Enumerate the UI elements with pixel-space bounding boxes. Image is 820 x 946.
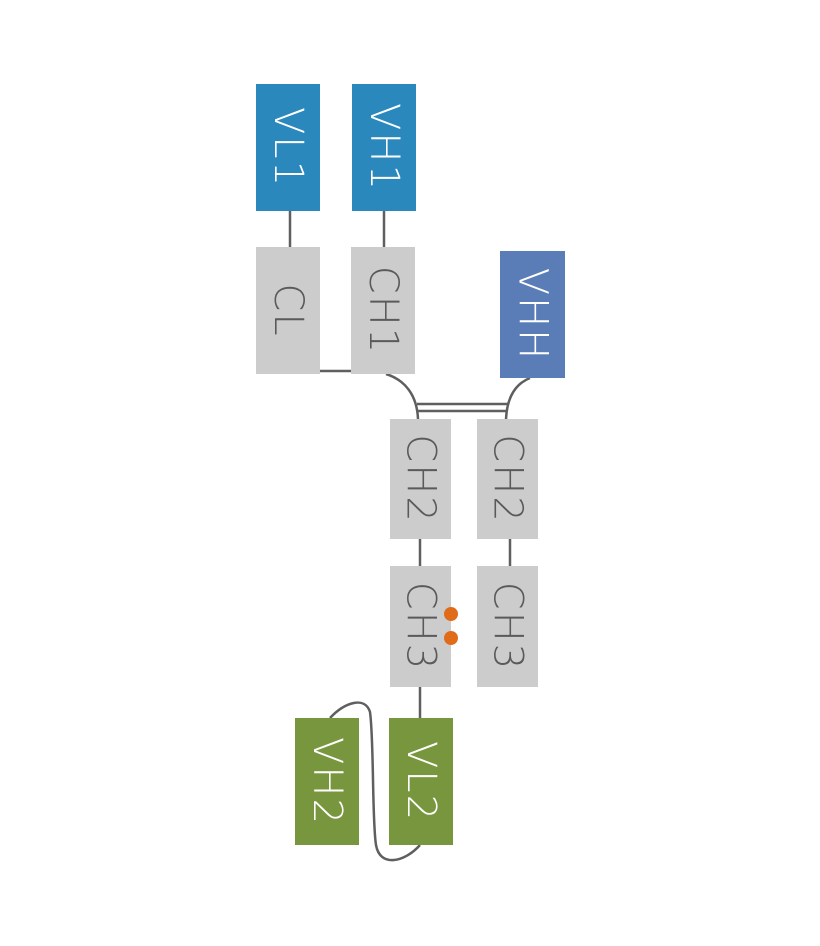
domain-label: VL1 <box>265 107 311 188</box>
domain-label: CL <box>265 283 311 337</box>
domain-label: CH1 <box>360 266 406 355</box>
domain-vhh: VHH <box>500 251 565 378</box>
domain-label: VHH <box>510 268 556 362</box>
domain-box <box>352 84 416 211</box>
domain-ch1: CH1 <box>351 247 415 374</box>
domain-box <box>477 419 538 539</box>
domain-label: CH2 <box>398 434 444 523</box>
domain-label: CH2 <box>485 434 531 523</box>
knob-mutation-dot <box>444 631 458 645</box>
domain-box <box>295 718 359 845</box>
domain-ch3-right: CH3 <box>477 566 538 687</box>
left-hinge-curve <box>385 372 420 420</box>
domain-ch3-left: CH3 <box>390 566 451 687</box>
right-hinge-curve <box>504 376 531 420</box>
connectors <box>288 211 531 862</box>
knob-mutation-dot <box>444 607 458 621</box>
domain-box <box>390 566 451 687</box>
domain-cl: CL <box>256 247 320 374</box>
domain-label: CH3 <box>398 582 444 671</box>
domain-vh1: VH1 <box>352 84 416 211</box>
domain-box <box>500 251 565 378</box>
domain-label: VH1 <box>361 103 407 192</box>
domain-label: CH3 <box>485 582 531 671</box>
domain-box <box>256 247 320 374</box>
domain-ch2-right: CH2 <box>477 419 538 539</box>
domain-label: VL2 <box>398 741 444 822</box>
domain-box <box>389 718 453 845</box>
domain-ch2-left: CH2 <box>390 419 451 539</box>
domain-box <box>256 84 320 211</box>
domain-vh2: VH2 <box>295 718 359 845</box>
domain-box <box>351 247 415 374</box>
domain-vl2: VL2 <box>389 718 453 845</box>
vh2-vl2-linker <box>329 701 421 862</box>
domain-box <box>477 566 538 687</box>
domain-vl1: VL1 <box>256 84 320 211</box>
domain-label: VH2 <box>304 737 350 826</box>
domain-box <box>390 419 451 539</box>
